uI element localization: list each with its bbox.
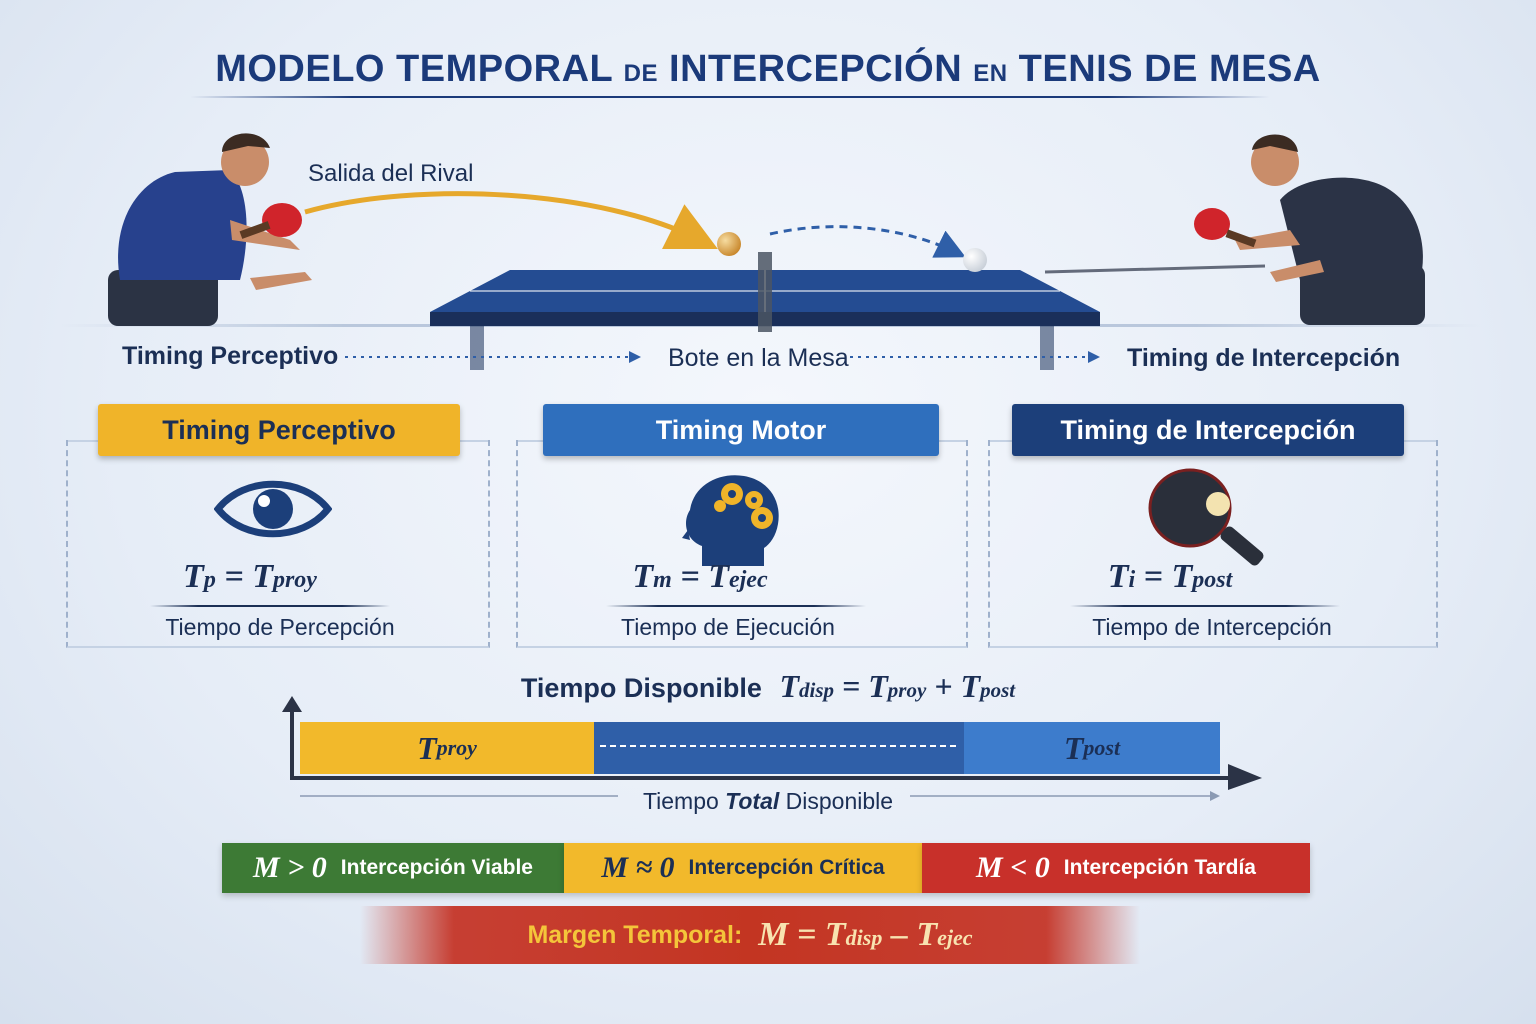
flow-arrow-2: [850, 351, 1100, 363]
formula-divider: [1070, 605, 1340, 607]
timeline-segment-exec: [594, 722, 964, 774]
paddle-ball-icon: [1148, 468, 1264, 566]
margin-state-critical: M ≈ 0 Intercepción Crítica: [564, 843, 922, 893]
formula-divider: [606, 605, 866, 607]
head-gears-icon: [682, 475, 779, 566]
badge-timing-perceptive: Timing Perceptivo: [98, 404, 460, 456]
formula-motor: Tm = Tejec: [632, 558, 768, 595]
bounce-trajectory: [769, 225, 966, 258]
desc-perceptive: Tiempo de Percepción: [165, 614, 395, 640]
timeline-divider: [600, 745, 956, 747]
flow-step-bounce: Bote en la Mesa: [668, 344, 849, 372]
formula-interception: Ti = Tpost: [1107, 558, 1233, 595]
formula-divider: [150, 605, 390, 607]
panel-interception: [988, 440, 1438, 648]
formula-perceptive: Tp = Tproy: [183, 558, 317, 595]
timeline-axes: [282, 696, 1262, 790]
margin-state-late: M < 0 Intercepción Tardía: [922, 843, 1310, 893]
panel-motor: [516, 440, 968, 648]
panel-perceptive: [66, 440, 490, 648]
total-time-arrow: [300, 791, 1220, 801]
page-title: MODELO TEMPORAL DE INTERCEPCIÓN EN TENIS…: [215, 48, 1321, 90]
title-divider: [190, 96, 1270, 98]
rival-exit-label: Salida del Rival: [308, 160, 474, 187]
right-player: [1194, 134, 1425, 325]
left-player: [108, 133, 312, 326]
ball-bounce-icon: [963, 248, 987, 272]
margin-formula-banner: Margen Temporal: M = Tdisp – Tejec: [360, 906, 1140, 964]
scene-illustration: [60, 133, 1480, 370]
rival-shot-trajectory: [304, 191, 718, 249]
desc-interception: Tiempo de Intercepción: [1092, 614, 1332, 640]
desc-motor: Tiempo de Ejecución: [621, 614, 835, 640]
flow-step-perceptive: Timing Perceptivo: [122, 342, 339, 370]
margin-state-viable: M > 0 Intercepción Viable: [222, 843, 564, 893]
eye-icon: [214, 480, 332, 538]
total-time-label: Tiempo Total Disponible: [642, 788, 894, 814]
badge-timing-interception: Timing de Intercepción: [1012, 404, 1404, 456]
flow-step-interception: Timing de Intercepción: [1127, 344, 1401, 372]
badge-timing-motor: Timing Motor: [543, 404, 939, 456]
ball-incoming-icon: [717, 232, 741, 256]
flow-arrow-1: [345, 351, 641, 363]
ping-pong-table: [430, 252, 1100, 370]
available-time-formula: Tiempo Disponible Tdisp = Tproy + Tpost: [520, 668, 1016, 704]
